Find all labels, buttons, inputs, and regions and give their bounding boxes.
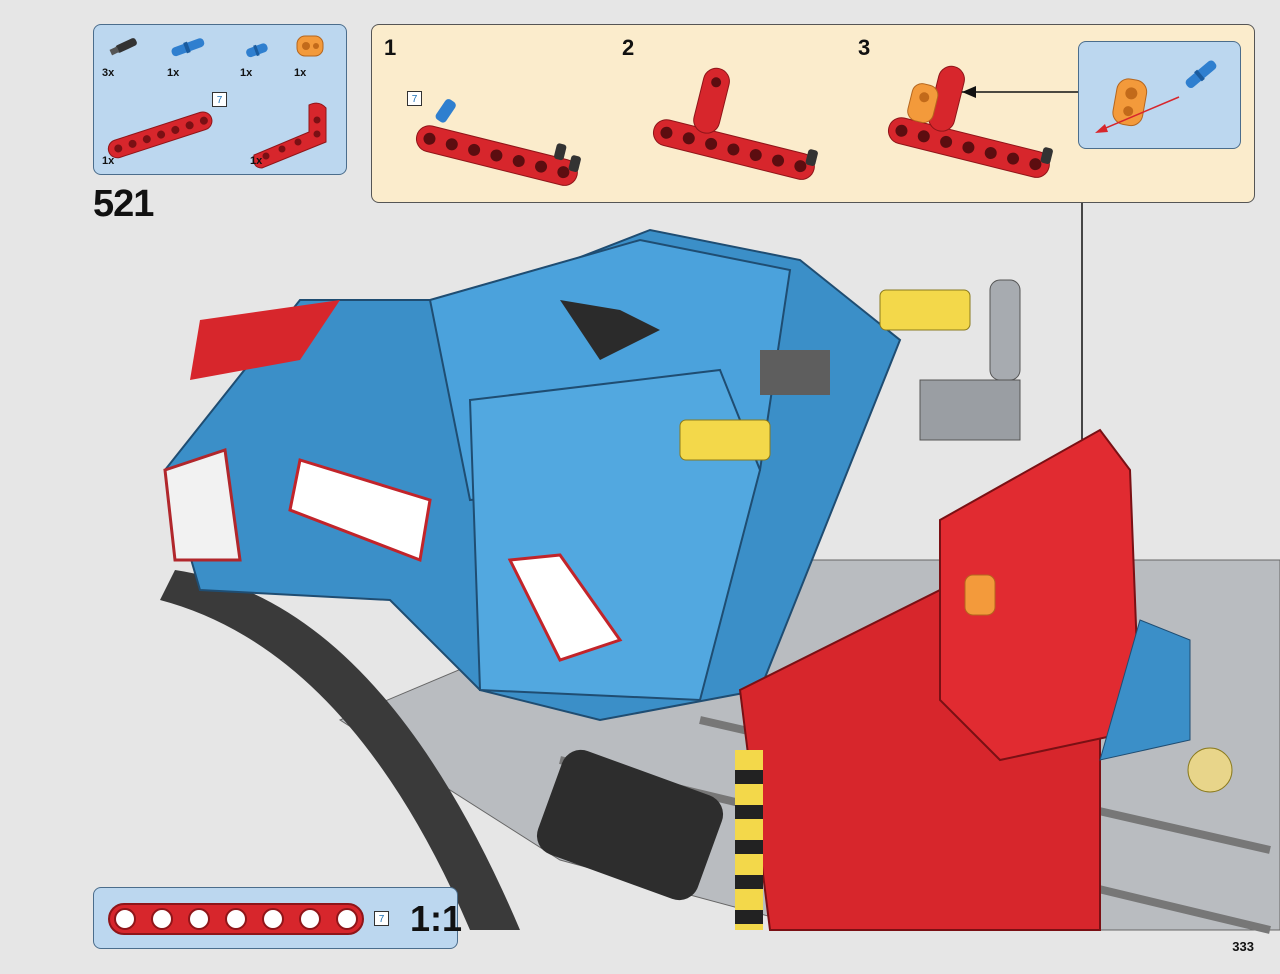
parts-list-panel: 3x 1x 1x 1x 1x 1x 7: [93, 24, 347, 175]
substep-number: 3: [858, 35, 871, 60]
length-indicator: 7: [374, 911, 389, 926]
substep-number: 1: [384, 35, 397, 60]
callout-graphics: [1095, 60, 1217, 133]
qty-label: 1x: [102, 155, 115, 167]
sub-assembly-graphics: [415, 65, 1078, 186]
qty-label: 1x: [240, 67, 253, 79]
black-axle-pin-icon: [109, 38, 137, 56]
insert-arrow-head: [962, 86, 976, 98]
blue-pin-icon: [1185, 60, 1217, 89]
substep-2-model: [652, 67, 818, 180]
parts-list-graphics: [107, 35, 327, 169]
length-indicator: 7: [212, 92, 227, 107]
scale-beam-graphic: [108, 903, 364, 935]
qty-label: 1x: [294, 67, 307, 79]
orange-connector-icon: [296, 35, 324, 57]
callout-panel: [1078, 41, 1241, 149]
qty-label: 1x: [167, 67, 180, 79]
red-crane-frame: [735, 428, 1233, 931]
qty-label: 3x: [102, 67, 115, 79]
sub-assembly-panel: 1 2 3 7: [371, 24, 1255, 203]
substep-3-model: [887, 65, 1053, 178]
red-beam-7-icon: [107, 111, 213, 159]
blue-pin-icon: [246, 43, 268, 58]
length-indicator: 7: [407, 91, 422, 106]
substep-1-model: [415, 99, 581, 186]
red-angled-beam-icon: [253, 102, 327, 169]
scale-label: 1:1: [410, 898, 463, 939]
main-step-number: 521: [93, 183, 154, 225]
page-number: 333: [1232, 939, 1254, 954]
blue-long-pin-icon: [171, 38, 205, 57]
scale-reference-panel: 7 1:1: [93, 887, 462, 949]
truck-cab: [163, 228, 1021, 722]
insert-direction-arrow: [1100, 96, 1180, 131]
substep-number: 2: [622, 35, 635, 60]
qty-label: 1x: [250, 155, 263, 167]
